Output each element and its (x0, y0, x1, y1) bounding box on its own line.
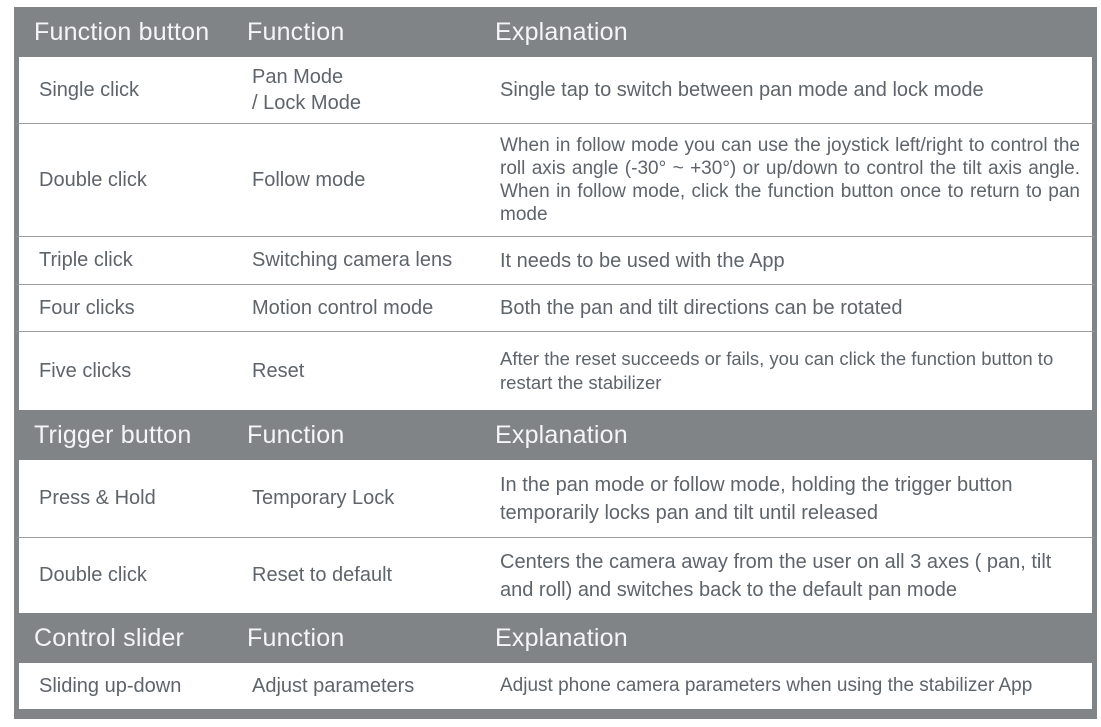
table-row-triple-click: Triple click Switching camera lens It ne… (14, 236, 1097, 284)
header-cell-button-type: Function button (34, 17, 210, 46)
explanation-cell: Single tap to switch between pan mode an… (500, 79, 984, 101)
header-cell-explanation: Explanation (495, 17, 628, 46)
action-cell: Single click (39, 78, 140, 101)
table-row-sliding-up-down: Sliding up-down Adjust parameters Adjust… (14, 663, 1097, 709)
explanation-cell: After the reset succeeds or fails, you c… (500, 348, 1054, 393)
section-header-control-slider: Control slider Function Explanation (14, 613, 1097, 663)
function-cell: Follow mode (252, 168, 366, 191)
function-cell: Motion control mode (252, 296, 434, 319)
function-cell: Reset to default (252, 564, 393, 586)
explanation-cell: It needs to be used with the App (500, 249, 785, 272)
header-cell-function: Function (247, 17, 345, 46)
function-cell: Temporary Lock (252, 487, 395, 509)
explanation-cell: In the pan mode or follow mode, holding … (500, 473, 1013, 524)
header-cell-explanation: Explanation (495, 623, 628, 652)
table-row-double-click-trigger: Double click Reset to default Centers th… (14, 537, 1097, 613)
action-cell: Triple click (39, 249, 133, 271)
action-cell: Sliding up-down (39, 674, 182, 697)
table-row-double-click: Double click Follow mode When in follow … (14, 123, 1097, 236)
function-cell: Reset (252, 359, 305, 382)
table-bottom-border (14, 709, 1097, 719)
table-row-four-clicks: Four clicks Motion control mode Both the… (14, 284, 1097, 331)
explanation-cell: Both the pan and tilt directions can be … (500, 297, 903, 319)
manual-table: Function button Function Explanation Sin… (14, 7, 1097, 719)
action-cell: Double click (39, 168, 147, 191)
section-header-function-button: Function button Function Explanation (14, 7, 1097, 57)
action-cell: Five clicks (39, 359, 132, 382)
header-cell-function: Function (247, 420, 345, 449)
table-row-single-click: Single click Pan Mode / Lock Mode Single… (14, 57, 1097, 123)
table-row-press-hold: Press & Hold Temporary Lock In the pan m… (14, 460, 1097, 537)
function-cell: Pan Mode / Lock Mode (252, 66, 361, 114)
section-header-trigger-button: Trigger button Function Explanation (14, 410, 1097, 460)
action-cell: Double click (39, 564, 147, 586)
header-cell-button-type: Trigger button (34, 420, 192, 449)
action-cell: Four clicks (39, 296, 135, 319)
function-cell: Switching camera lens (252, 249, 453, 271)
explanation-cell: Centers the camera away from the user on… (500, 550, 1052, 601)
action-cell: Press & Hold (39, 487, 156, 509)
header-cell-explanation: Explanation (495, 420, 628, 449)
header-cell-function: Function (247, 623, 345, 652)
header-cell-button-type: Control slider (34, 623, 185, 652)
explanation-cell: When in follow mode you can use the joys… (500, 134, 1080, 226)
function-cell: Adjust parameters (252, 674, 415, 697)
explanation-cell: Adjust phone camera parameters when usin… (500, 674, 1033, 696)
table-row-five-clicks: Five clicks Reset After the reset succee… (14, 331, 1097, 410)
